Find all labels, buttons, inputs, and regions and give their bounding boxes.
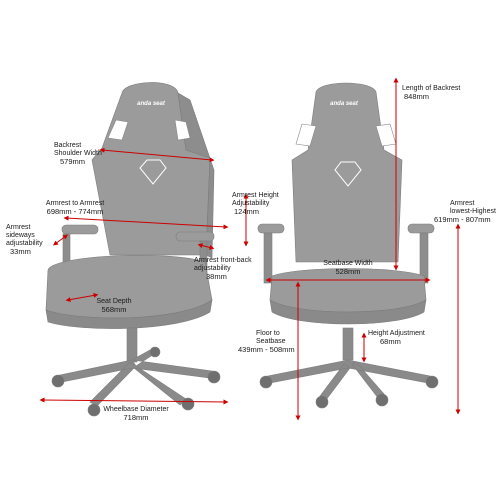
armrest-sideways-value: 33mm [10,247,31,256]
armrest-to-armrest-label: Armrest to Armrest 698mm - 774mm [35,200,115,216]
arrow-seat-depth [65,292,99,303]
right-wheel-2 [425,375,439,389]
armrest-front-back-label: Armrest front-back adjustability 38mm [194,257,252,281]
seatbase-width-title: Seatbase Width [323,260,373,267]
wheelbase-title: Wheelbase Diameter [103,406,169,413]
right-wheel-1 [259,375,273,389]
seatbase-width-label: Seatbase Width 528mm [318,260,378,276]
armrest-lowest-highest-label: Armrest lowest-Highest 619mm - 807mm [434,200,496,224]
left-gas-lift [126,327,138,363]
height-adjustment-value: 68mm [380,337,401,346]
arrow-armrest-sideways [52,234,69,246]
armrest-front-back-value: 38mm [206,272,227,281]
seatbase-width-value: 528mm [335,267,361,276]
left-headrest-hole-left-icon [107,119,129,141]
left-armrest-left [61,224,99,235]
right-armrest-right [407,223,435,234]
left-wheel-5 [149,346,161,358]
left-base [59,349,213,407]
armrest-front-back-title: Armrest front-back adjustability [194,257,252,272]
armrest-sideways-label: Armrest sideways adjustability 33mm [6,224,43,256]
armrest-height-title: Armrest Height Adjustability [232,192,279,207]
armrest-height-label: Armrest Height Adjustability 124mm [232,192,279,216]
backrest-shoulder-label: Backrest Shoulder Width 579mm [54,142,102,166]
armrest-to-armrest-title: Armrest to Armrest [45,200,105,207]
right-armrest-left [257,223,285,234]
right-brand-logo: anda seat [330,101,358,107]
right-gas-lift [342,327,354,361]
right-base [267,359,431,401]
backrest-length-value: 848mm [404,92,430,101]
armrest-lowest-highest-value: 619mm - 807mm [434,215,491,224]
left-wheel-2 [207,370,221,384]
left-headrest-hole-right-icon [174,119,191,141]
floor-to-seatbase-label: Floor to Seatbase 439mm - 508mm [238,330,295,354]
height-adjustment-label: Height Adjustment 68mm [368,330,425,346]
floor-to-seatbase-value: 439mm - 508mm [238,345,295,354]
left-wheel-4 [181,397,195,411]
left-brand-logo: anda seat [137,101,165,107]
backrest-shoulder-title: Backrest Shoulder Width [54,142,102,157]
armrest-lowest-highest-title: Armrest lowest-Highest [450,200,496,215]
arrow-wheelbase [39,397,229,405]
seat-depth-label: Seat Depth 568mm [90,298,138,314]
seat-depth-title: Seat Depth [96,298,132,305]
right-emblem-icon [334,161,362,187]
backrest-length-title: Length of Backrest [402,85,461,92]
wheelbase-value: 718mm [123,413,149,422]
left-seat-front [45,299,213,329]
wheelbase-label: Wheelbase Diameter 718mm [96,406,176,422]
right-armrest-left-post [263,232,273,284]
backrest-shoulder-value: 579mm [60,157,86,166]
right-headrest-hole-left-icon [295,123,317,147]
arrow-armrest-to-armrest [63,215,229,230]
backrest-length-label: Length of Backrest 848mm [402,85,460,101]
arrow-armrest-front-back [197,243,215,250]
armrest-sideways-title: Armrest sideways adjustability [6,224,43,247]
right-chair [257,82,439,409]
right-seat-front [269,299,427,325]
left-wheel-1 [51,374,65,388]
right-wheel-3 [315,395,329,409]
armrest-height-value: 124mm [234,207,260,216]
left-chair [45,82,221,417]
armrest-to-armrest-value: 698mm - 774mm [46,207,104,216]
seat-depth-value: 568mm [101,305,127,314]
arrow-backrest-shoulder [99,147,215,163]
right-wheel-4 [375,393,389,407]
height-adjustment-title: Height Adjustment [368,330,425,337]
right-backrest [291,82,403,263]
left-armrest-right [175,231,215,242]
floor-to-seatbase-title: Floor to Seatbase [256,330,286,345]
